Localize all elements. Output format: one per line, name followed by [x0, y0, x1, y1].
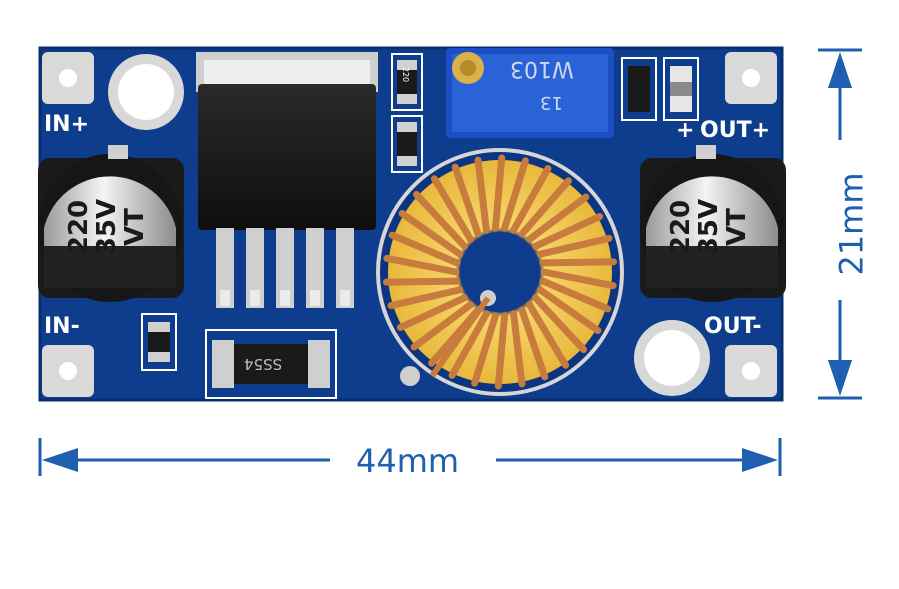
coil-winding [510, 310, 526, 388]
coil-winding [540, 268, 617, 290]
smd-component-right-1 [621, 57, 657, 121]
capacitor-left-text: 220 35V VT [64, 177, 155, 277]
coil-winding [474, 156, 490, 234]
smd-resistor-top [391, 53, 423, 111]
coil-winding [525, 301, 570, 369]
coil-winding [398, 209, 464, 258]
smd-capacitor-mid [391, 115, 423, 173]
resistor-marking: 220 [401, 66, 411, 83]
height-dimension [818, 48, 862, 400]
width-dimension [38, 438, 782, 476]
coil-winding [536, 234, 613, 258]
coil-winding [382, 277, 461, 286]
toroid-inductor [376, 148, 624, 396]
coil-winding [510, 165, 552, 234]
corner-pad-top-right [725, 52, 777, 104]
capacitor-right [640, 145, 786, 302]
coil-winding [412, 190, 468, 250]
coil-winding [396, 294, 468, 331]
mounting-hole-top-left [108, 54, 184, 130]
mounting-hole-bottom-right [634, 320, 710, 396]
corner-pad-bottom-right [725, 345, 777, 397]
cap-left-line1: 220 [64, 199, 94, 255]
width-label: 44mm [356, 442, 460, 480]
smd-led-right [663, 57, 699, 121]
cap-right-line3: VT [722, 208, 752, 246]
capacitor-left [38, 145, 184, 302]
cap-right-line1: 220 [666, 199, 696, 255]
pot-label-top: W103 [510, 56, 574, 81]
cap-right-line2: 35V [694, 198, 724, 256]
coil-winding [383, 254, 460, 276]
coil-winding [539, 258, 618, 267]
label-in-minus: IN- [44, 314, 80, 339]
coil-winding [448, 310, 490, 379]
coil-winding [451, 163, 482, 238]
corner-pad-bottom-left [42, 345, 94, 397]
coil-winding [501, 157, 529, 232]
label-out-minus: OUT- [704, 314, 762, 339]
coil-winding [539, 277, 612, 313]
schottky-diode [205, 329, 337, 399]
label-in-plus: IN+ [44, 112, 90, 137]
coil-winding [491, 154, 506, 232]
capacitor-right-text: 220 35V VT [666, 177, 757, 277]
cap-left-line2: 35V [92, 198, 122, 256]
potentiometer [446, 48, 614, 138]
height-label: 21mm [832, 172, 871, 276]
label-out-plus: OUT+ [700, 118, 771, 143]
coil-winding [471, 312, 499, 387]
coil-winding [388, 231, 461, 267]
coil-winding [536, 286, 602, 335]
coil-winding [532, 294, 588, 354]
coil-winding [532, 213, 604, 250]
coil-winding [430, 175, 475, 243]
label-plus-sign: + [676, 118, 695, 143]
pot-label-bottom: 13 [540, 92, 563, 113]
diode-marking: SS54 [244, 355, 283, 373]
corner-pad-top-left [42, 52, 94, 104]
coil-winding [518, 177, 572, 238]
coil-winding [518, 306, 549, 381]
cap-left-line3: VT [120, 208, 150, 246]
coil-winding [410, 301, 475, 351]
coil-winding [525, 193, 590, 243]
smd-component-left [141, 313, 177, 371]
coil-winding [494, 312, 509, 390]
regulator-ic [196, 52, 378, 308]
coil-winding [387, 286, 464, 310]
